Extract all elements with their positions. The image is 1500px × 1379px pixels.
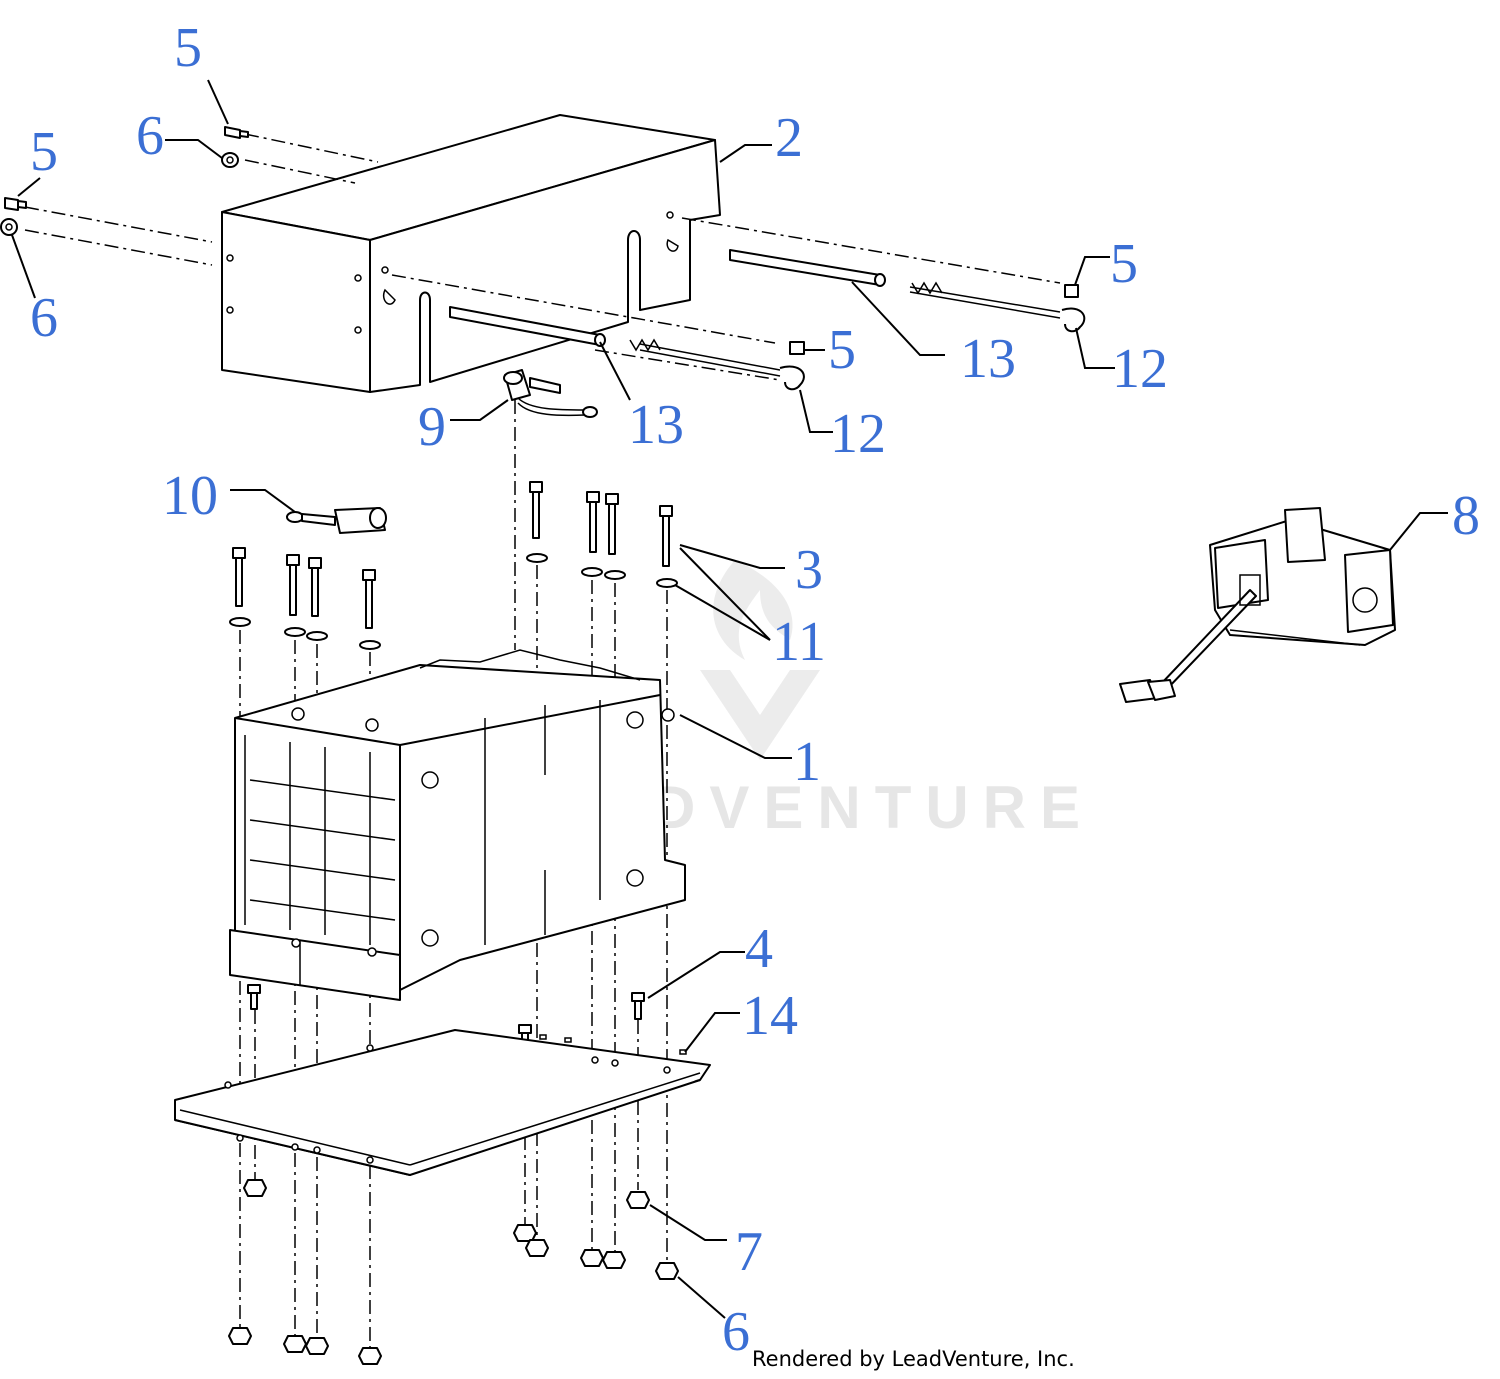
callout-5-right-lower: 5 [828, 319, 856, 381]
callout-11: 11 [772, 611, 826, 673]
callout-14: 14 [742, 985, 798, 1047]
callout-12-right: 12 [1112, 338, 1168, 400]
render-credit: Rendered by LeadVenture, Inc. [752, 1347, 1075, 1371]
battery-cover [221, 114, 721, 393]
cover-fasteners [0, 126, 1079, 355]
callout-6-left: 6 [30, 287, 58, 349]
leader-lines [11, 79, 1448, 1319]
callout-12-center: 12 [830, 403, 886, 465]
battery-module [229, 649, 686, 1001]
callout-13-right: 13 [960, 328, 1016, 390]
tray-bolts [229, 481, 678, 650]
callout-5-right-upper: 5 [1110, 233, 1138, 295]
callout-7: 7 [735, 1221, 763, 1283]
callout-5-left: 5 [30, 121, 58, 183]
callout-4: 4 [745, 918, 773, 980]
tray [174, 1029, 711, 1176]
callouts: 5 6 5 6 2 5 5 13 12 13 12 9 10 8 3 11 1 … [30, 17, 1480, 1363]
charger-assembly [1119, 507, 1396, 703]
callout-8: 8 [1452, 485, 1480, 547]
callout-1: 1 [793, 731, 821, 793]
callout-2: 2 [775, 107, 803, 169]
callout-3: 3 [795, 539, 823, 601]
cable-9 [503, 369, 598, 418]
callout-13-center: 13 [628, 394, 684, 456]
nuts [228, 1179, 679, 1365]
rods-and-hooks [449, 249, 1086, 391]
cable-10 [286, 507, 387, 534]
callout-10: 10 [162, 465, 218, 527]
callout-6-top: 6 [136, 105, 164, 167]
callout-5-top: 5 [174, 17, 202, 79]
callout-6-bottom: 6 [722, 1301, 750, 1363]
cover-centerlines [24, 133, 1061, 650]
callout-9: 9 [418, 396, 446, 458]
